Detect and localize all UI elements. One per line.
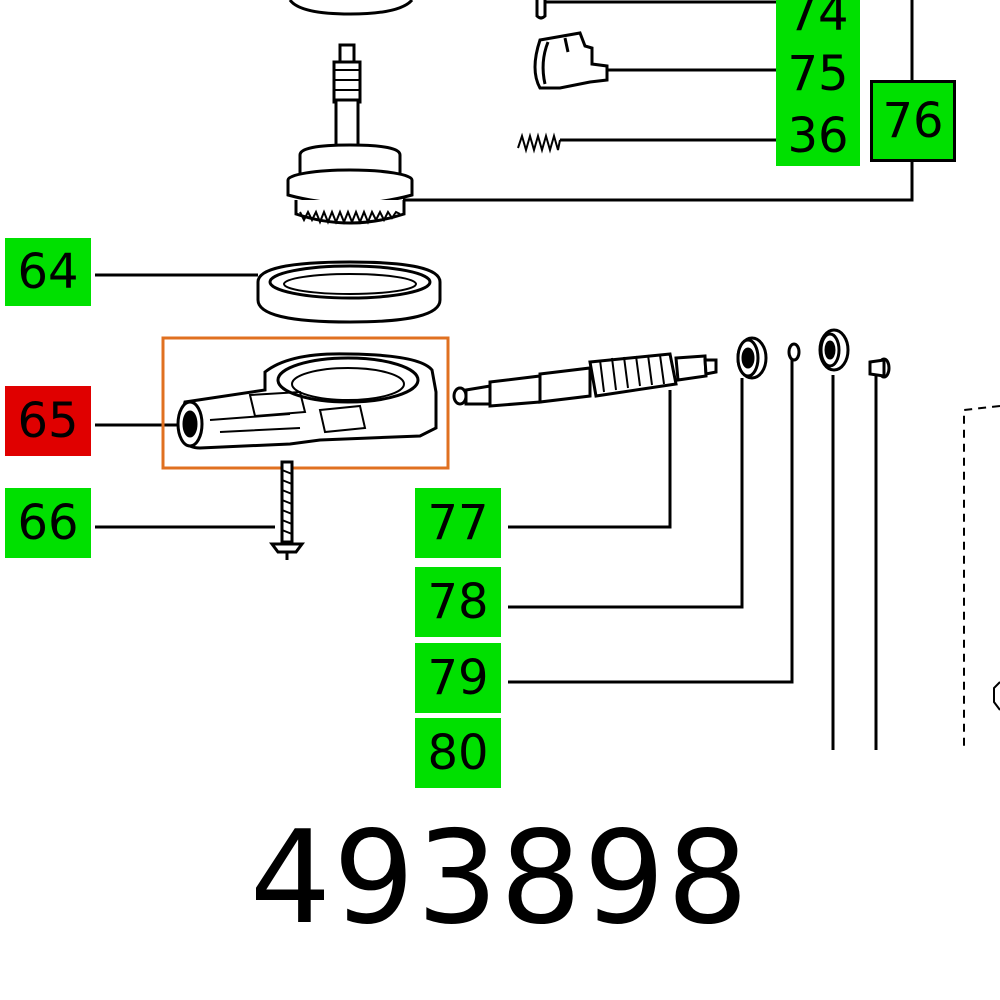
part-label-75[interactable]: 75 — [776, 40, 860, 108]
pin-74 — [535, 0, 547, 20]
top-housing-part — [288, 0, 414, 16]
leader-line-77 — [508, 390, 672, 529]
leader-line-76 — [403, 0, 914, 202]
part-label-80[interactable]: 80 — [415, 718, 501, 788]
part-label-64[interactable]: 64 — [5, 238, 91, 306]
leader-line-79 — [508, 360, 794, 684]
leader-line-78 — [508, 378, 744, 609]
selection-frame-65 — [161, 336, 450, 470]
part-label-80-clip: 80 — [415, 718, 501, 788]
screw-66 — [269, 460, 305, 560]
partial-part-right — [993, 681, 1000, 711]
spindle-gear-76 — [286, 43, 414, 225]
part-label-77[interactable]: 77 — [415, 488, 501, 558]
bearing-78 — [736, 336, 768, 380]
spring-36 — [517, 132, 561, 154]
ring-64 — [256, 260, 442, 324]
gear-housing-65 — [176, 352, 438, 450]
screw-80b — [868, 357, 891, 379]
part-label-78[interactable]: 78 — [415, 567, 501, 637]
part-label-66[interactable]: 66 — [5, 488, 91, 558]
diagram-drawing — [95, 0, 1000, 750]
part-label-79[interactable]: 79 — [415, 643, 501, 713]
part-label-76[interactable]: 76 — [870, 80, 956, 162]
shaft-77 — [452, 352, 718, 408]
part-label-36[interactable]: 36 — [776, 106, 860, 166]
circlip-79 — [787, 342, 801, 362]
part-label-65[interactable]: 65 — [5, 386, 91, 456]
exploded-parts-diagram — [95, 0, 1000, 750]
bearing-80a — [818, 328, 850, 372]
part-number: 493898 — [249, 804, 751, 953]
clip-75 — [533, 31, 609, 90]
